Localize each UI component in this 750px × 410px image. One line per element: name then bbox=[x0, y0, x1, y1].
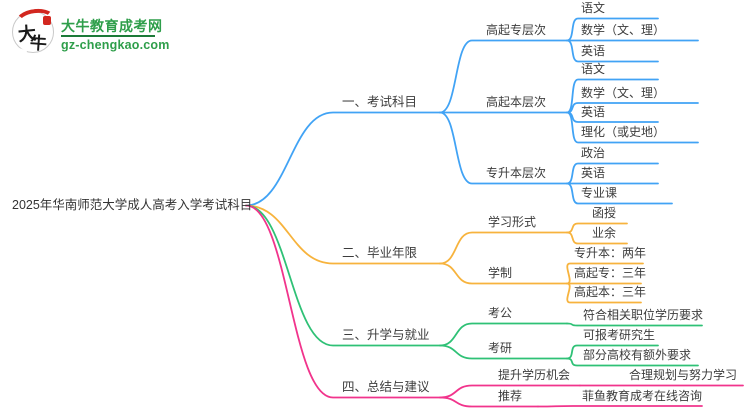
site-name: 大牛教育成考网 bbox=[61, 18, 163, 34]
mindmap-leaf-1-1-1: 高起专：三年 bbox=[574, 266, 647, 280]
mindmap-node-0-1: 高起本层次 bbox=[486, 95, 547, 109]
mindmap-leaf-1-0-0: 函授 bbox=[592, 206, 617, 220]
connector-branch-1-sub-0-leaf-1 bbox=[566, 231, 628, 245]
mindmap-leaf-2-1-1: 部分高校有额外要求 bbox=[583, 348, 692, 362]
connector-branch-2-sub-1 bbox=[439, 344, 568, 360]
mindmap-leaf-0-1-0: 语文 bbox=[581, 62, 606, 76]
mindmap-leaf-0-1-3: 理化（或史地） bbox=[581, 125, 666, 139]
logo-divider bbox=[61, 35, 155, 37]
mindmap-leaf-3-1-0: 菲鱼教育成考在线咨询 bbox=[582, 388, 703, 403]
mindmap-node-1-0: 学习形式 bbox=[488, 215, 537, 229]
mindmap-leaf-3-0-0: 合理规划与努力学习 bbox=[629, 368, 738, 382]
mindmap-node-2-1: 考研 bbox=[488, 341, 513, 355]
site-logo: 大 牛 大牛教育成考网 gz-chengkao.com bbox=[12, 6, 170, 60]
connector-branch-1-sub-1-leaf-2 bbox=[566, 282, 642, 304]
mindmap-leaf-0-0-2: 英语 bbox=[581, 44, 606, 58]
logo-char-niu: 牛 bbox=[29, 33, 48, 54]
mindmap-branch-2: 三、升学与就业 bbox=[342, 328, 430, 342]
connector-branch-2-sub-1-leaf-1 bbox=[566, 357, 699, 367]
mindmap-leaf-2-1-0: 可报考研究生 bbox=[583, 328, 656, 342]
connector-branch-2 bbox=[245, 204, 441, 347]
mindmap-leaf-0-2-2: 专业课 bbox=[581, 186, 618, 200]
mindmap-leaf-0-1-1: 数学（文、理） bbox=[581, 85, 666, 100]
site-url: gz-chengkao.com bbox=[61, 38, 170, 52]
mindmap-leaf-2-0-0: 符合相关职位学历要求 bbox=[583, 308, 704, 322]
mindmap-node-3-1: 推荐 bbox=[498, 389, 523, 403]
mindmap-leaf-0-2-0: 政治 bbox=[581, 146, 606, 160]
mindmap-node-1-1: 学制 bbox=[488, 266, 513, 280]
mindmap-leaf-0-2-1: 英语 bbox=[581, 166, 606, 180]
connector-branch-0-sub-2-leaf-2 bbox=[566, 182, 673, 205]
connector-branch-1-sub-0 bbox=[439, 231, 568, 265]
mindmap-leaf-0-1-2: 英语 bbox=[581, 104, 606, 119]
connector-branch-3 bbox=[245, 204, 441, 399]
mindmap-branch-0: 一、考试科目 bbox=[342, 95, 418, 109]
connector-branch-0-sub-0 bbox=[439, 39, 568, 114]
mindmap-node-0-2: 专升本层次 bbox=[486, 166, 547, 180]
mindmap-node-3-0: 提升学历机会 bbox=[498, 368, 571, 382]
mindmap-leaf-1-0-1: 业余 bbox=[592, 226, 617, 240]
connector-branch-0-sub-1-leaf-3 bbox=[566, 111, 699, 144]
connector-branch-1-sub-1 bbox=[439, 262, 568, 285]
mindmap-node-0-0: 高起专层次 bbox=[486, 23, 547, 37]
logo-text-block: 大牛教育成考网 gz-chengkao.com bbox=[61, 11, 170, 52]
mindmap-branch-1: 二、毕业年限 bbox=[342, 246, 418, 260]
logo-red-seal bbox=[43, 16, 51, 25]
connector-branch-3-sub-1-leaf-0 bbox=[537, 405, 703, 408]
connector-branch-0 bbox=[245, 111, 441, 207]
mindmap-leaf-0-0-0: 语文 bbox=[581, 1, 606, 15]
mindmap-node-2-0: 考公 bbox=[488, 306, 513, 320]
mindmap-root-node: 2025年华南师范大学成人高考入学考试科目 bbox=[12, 198, 253, 212]
connector-branch-3-sub-1 bbox=[439, 396, 539, 408]
mindmap-branch-3: 四、总结与建议 bbox=[342, 380, 430, 394]
mindmap-leaf-0-0-1: 数学（文、理） bbox=[581, 23, 666, 37]
mindmap-leaf-1-1-2: 高起本：三年 bbox=[574, 285, 647, 299]
connector-branch-1 bbox=[245, 204, 441, 265]
connector-branch-2-sub-0 bbox=[439, 322, 568, 347]
logo-bull-icon: 大 牛 bbox=[12, 6, 58, 60]
mindmap-leaf-1-1-0: 专升本：两年 bbox=[574, 246, 647, 260]
connector-branch-0-sub-2 bbox=[439, 111, 568, 185]
connector-branch-0-sub-0-leaf-2 bbox=[566, 39, 659, 63]
connector-branch-2-sub-0-leaf-0 bbox=[566, 322, 703, 327]
